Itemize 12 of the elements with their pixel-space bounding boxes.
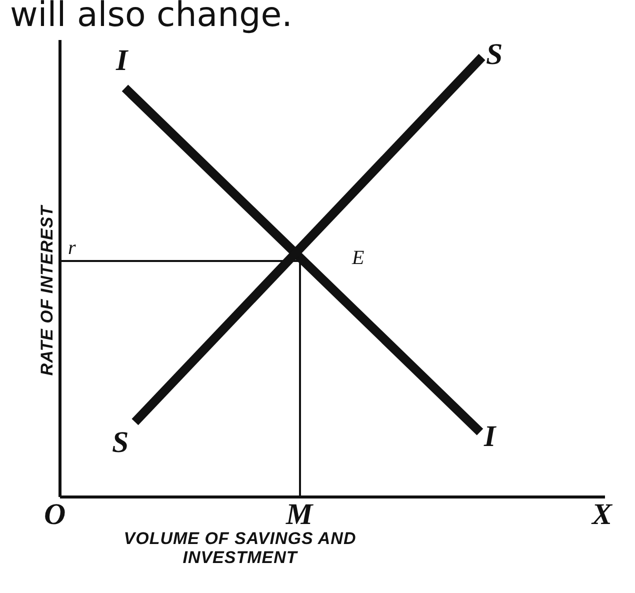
origin-label: O (44, 500, 66, 530)
axis-title: VOLUME OF SAVINGS AND INVESTMENT (122, 530, 358, 568)
axis-value-label: M (286, 500, 313, 530)
axis-title: RATE OF INTEREST (38, 205, 56, 376)
heading-text: will also change. (10, 0, 292, 32)
axis-value-label: r (68, 238, 76, 258)
curve-label: S (486, 40, 503, 70)
point-label: E (352, 248, 364, 268)
curve-label: I (484, 422, 496, 452)
curve-label: I (116, 46, 128, 76)
curve-label: S (112, 428, 129, 458)
axis-end-label: X (592, 500, 612, 530)
